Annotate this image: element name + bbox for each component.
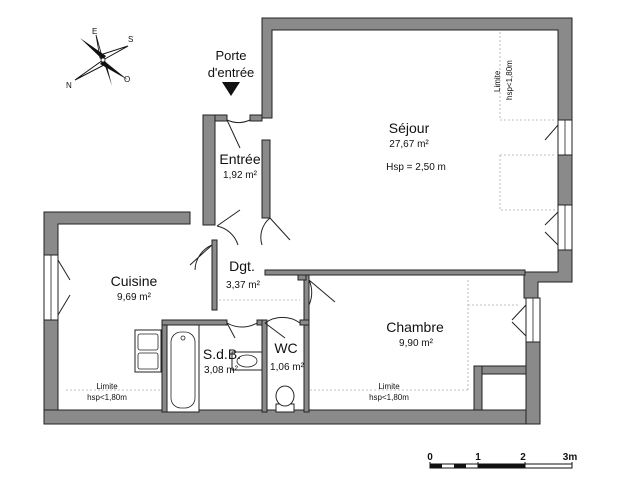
compass-letter-s: O xyxy=(124,75,130,84)
limit-label-chambre-line1: Limite xyxy=(378,382,400,391)
limit-label-sejour-line2: hsp<1,80m xyxy=(505,60,514,100)
room-area-dgt: 3,37 m² xyxy=(226,280,261,291)
compass-letter-e: S xyxy=(128,35,133,44)
toilet-icon xyxy=(275,385,295,413)
windows xyxy=(43,119,573,343)
compass-icon xyxy=(74,34,129,86)
room-hsp-sejour: Hsp = 2,50 m xyxy=(386,162,446,173)
limit-label-sejour-line1: Limite xyxy=(493,70,502,92)
scale-label-1: 1 xyxy=(475,452,481,463)
room-area-entree: 1,92 m² xyxy=(223,170,258,181)
room-name-sejour: Séjour xyxy=(389,120,430,136)
room-name-wc: WC xyxy=(274,340,297,356)
room-area-sdb: 3,08 m² xyxy=(204,365,239,376)
doors xyxy=(189,119,336,339)
limit-lines xyxy=(66,28,555,391)
compass-letter-o: N xyxy=(66,81,72,90)
scale-label-0: 0 xyxy=(427,452,433,463)
room-area-cuisine: 9,69 m² xyxy=(117,292,152,303)
room-area-wc: 1,06 m² xyxy=(270,362,305,373)
room-name-sdb: S.d.B. xyxy=(203,346,241,362)
compass-letter-n: E xyxy=(92,27,97,36)
room-area-sejour: 27,67 m² xyxy=(389,139,429,150)
entrance-label-line1: Porte xyxy=(215,48,246,63)
limit-label-cuisine-line1: Limite xyxy=(96,382,118,391)
room-name-cuisine: Cuisine xyxy=(111,273,158,289)
washbasin-icon xyxy=(231,351,263,371)
scale-label-2: 2 xyxy=(520,452,526,463)
entrance-arrow-icon xyxy=(222,82,240,96)
room-name-entree: Entrée xyxy=(219,151,260,167)
kitchen-sink-icon xyxy=(134,329,162,373)
room-name-dgt: Dgt. xyxy=(229,258,255,274)
scale-label-3m: 3m xyxy=(563,452,578,463)
walls xyxy=(43,17,573,425)
limit-label-cuisine-line2: hsp<1,80m xyxy=(87,393,127,402)
bathtub-icon xyxy=(166,324,200,413)
room-name-chambre: Chambre xyxy=(386,319,444,335)
scale-bar xyxy=(429,462,573,469)
limit-label-chambre-line2: hsp<1,80m xyxy=(369,393,409,402)
room-area-chambre: 9,90 m² xyxy=(399,338,434,349)
entrance-label-line2: d'entrée xyxy=(208,65,255,80)
